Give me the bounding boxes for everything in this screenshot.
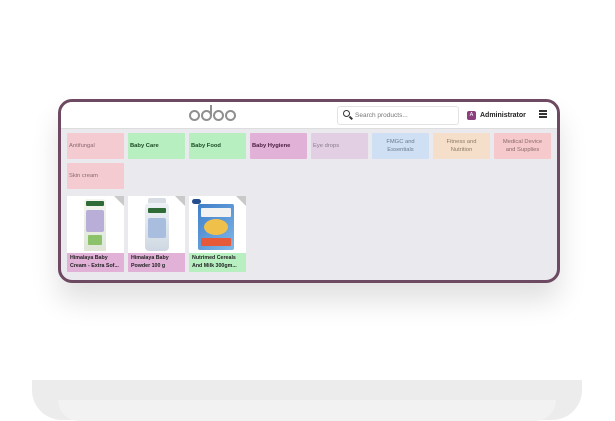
product-info-corner xyxy=(175,196,185,206)
category-label: Antifungal xyxy=(69,143,95,149)
category-eye-drops[interactable]: Eye drops xyxy=(311,133,368,159)
category-baby-food[interactable]: Baby Food xyxy=(189,133,246,159)
hamburger-menu-icon[interactable] xyxy=(539,110,547,118)
category-label: Eye drops xyxy=(313,143,340,149)
category-label: Fitness and Nutrition xyxy=(446,139,477,153)
category-label: Baby Hygiene xyxy=(252,143,291,149)
odoo-logo xyxy=(189,104,236,124)
search-icon xyxy=(343,110,353,120)
product-name: Nutrimed Cereals And Milk 300gm... xyxy=(189,253,246,272)
category-fmgc-essentials[interactable]: FMGC and Essentials xyxy=(372,133,429,159)
device-base-shadow-inner xyxy=(58,400,556,421)
user-name: Administrator xyxy=(480,111,526,119)
search-box[interactable] xyxy=(337,106,459,125)
category-label: Skin cream xyxy=(69,173,98,179)
category-label: Medical Device and Supplies xyxy=(502,139,543,153)
category-skin-cream[interactable]: Skin cream xyxy=(67,163,124,189)
category-label: FMGC and Essentials xyxy=(386,139,415,153)
product-info-corner xyxy=(236,196,246,206)
category-baby-care[interactable]: Baby Care xyxy=(128,133,185,159)
product-card[interactable]: Nutrimed Cereals And Milk 300gm... xyxy=(189,196,246,272)
category-label: Baby Care xyxy=(130,143,159,149)
avatar: A xyxy=(467,110,476,120)
search-input[interactable] xyxy=(355,109,453,121)
product-card[interactable]: Himalaya Baby Powder 100 g xyxy=(128,196,185,272)
product-name: Himalaya Baby Powder 100 g xyxy=(128,253,185,272)
category-medical-devices[interactable]: Medical Device and Supplies xyxy=(494,133,551,159)
product-card[interactable]: Himalaya Baby Cream - Extra Sof... xyxy=(67,196,124,272)
category-baby-hygiene[interactable]: Baby Hygiene xyxy=(250,133,307,159)
top-navbar: A Administrator xyxy=(61,102,557,129)
user-menu[interactable]: A Administrator xyxy=(467,108,526,122)
category-label: Baby Food xyxy=(191,143,221,149)
pos-window: A Administrator Antifungal Baby Care Bab… xyxy=(58,99,560,283)
category-antifungal[interactable]: Antifungal xyxy=(67,133,124,159)
product-info-corner xyxy=(114,196,124,206)
product-name: Himalaya Baby Cream - Extra Sof... xyxy=(67,253,124,272)
category-fitness-nutrition[interactable]: Fitness and Nutrition xyxy=(433,133,490,159)
